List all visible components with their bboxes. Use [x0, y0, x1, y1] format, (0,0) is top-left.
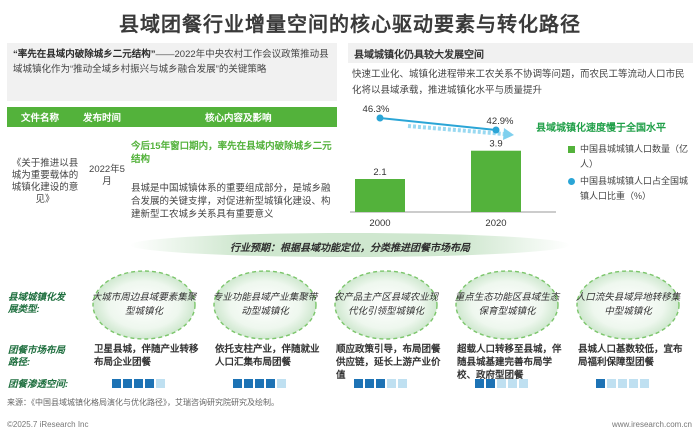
bar-population — [355, 179, 405, 212]
row-label-type: 县域城镇化发展类型: — [8, 292, 66, 315]
rating-square-filled — [244, 379, 253, 388]
trend-arrow-icon — [407, 124, 505, 136]
bar-value-label: 2.1 — [373, 167, 386, 178]
rating-square-filled — [365, 379, 374, 388]
route-text: 县城人口基数较低，宜布局福利保障型团餐 — [578, 344, 683, 368]
penetration-rating — [233, 379, 288, 389]
share-value-label: 42.9% — [487, 116, 514, 127]
rating-square-filled — [134, 379, 143, 388]
x-tick-label: 2020 — [485, 218, 506, 229]
policy-intro: “率先在县域内破除城乡二元结构”——2022年中央农村工作会议政策推动县域城镇化… — [7, 43, 337, 101]
legend-dot-icon — [568, 178, 575, 185]
type-label: 农产品主产区县域农业现代化引领型城镇化 — [333, 292, 439, 317]
rating-square-empty — [387, 379, 396, 388]
rating-square-filled — [354, 379, 363, 388]
rating-square-empty — [629, 379, 638, 388]
right-description: 快速工业化、城镇化进程带来工农关系不协调等问题，而农民工等流动人口市民化将以县域… — [352, 69, 685, 96]
policy-intro-text: ——2022年中央农村工作会议政策推动县域城镇化作为“推动全域乡村振兴与城乡融合… — [13, 49, 329, 75]
doc-year: 2022年5月 — [89, 164, 125, 187]
row-label-route: 团餐市场布局路径: — [8, 345, 66, 368]
doc-name: 《关于推进以县城为重要载体的城镇化建设的意见》 — [11, 158, 79, 205]
rating-square-filled — [112, 379, 121, 388]
rating-square-empty — [618, 379, 627, 388]
type-label: 专业功能县域产业集聚带动型城镇化 — [212, 292, 318, 317]
legend-square-icon — [568, 146, 575, 153]
page-title: 县域团餐行业增量空间的核心驱动要素与转化路径 — [119, 14, 581, 36]
rating-square-empty — [398, 379, 407, 388]
policy-quote: “率先在县域内破除城乡二元结构” — [13, 49, 156, 60]
chart-legend: 中国县城城镇人口数量（亿人） 中国县城城镇人口占全国城镇人口比重（%） — [568, 142, 696, 206]
penetration-rating — [354, 379, 409, 389]
footer-copyright: ©2025.7 iResearch Inc — [7, 420, 89, 429]
doc-body: 县城是中国城镇体系的重要组成部分，是城乡融合发展的关键支撑，对促进新型城镇化建设… — [131, 183, 331, 220]
share-point — [492, 126, 500, 134]
rating-square-empty — [277, 379, 286, 388]
share-line — [379, 117, 497, 131]
rating-square-empty — [519, 379, 528, 388]
rating-square-empty — [156, 379, 165, 388]
policy-table-row: 《关于推进以县城为重要载体的城镇化建设的意见》 2022年5月 今后15年窗口期… — [7, 132, 337, 224]
policy-table-header: 文件名称 发布时间 核心内容及影响 — [7, 107, 337, 127]
legend-label-share: 中国县城城镇人口占全国城镇人口比重（%） — [580, 176, 689, 201]
rating-square-empty — [497, 379, 506, 388]
header-core: 核心内容及影响 — [205, 113, 272, 124]
type-label: 人口流失县域异地转移集中型城镇化 — [575, 292, 681, 317]
rating-square-filled — [486, 379, 495, 388]
header-date: 发布时间 — [83, 113, 122, 124]
type-label: 重点生态功能区县域生态保育型城镇化 — [454, 292, 560, 317]
route-text: 卫星县城，伴随产业转移布局企业团餐 — [94, 344, 199, 368]
source-note: 来源：《中国县域城镇化格局演化与优化路径》，艾瑞咨询研究院研究及绘制。 — [7, 398, 279, 407]
type-label: 大城市周边县域要素集聚型城镇化 — [91, 292, 197, 317]
penetration-rating — [596, 379, 651, 389]
bar-value-label: 3.9 — [489, 139, 502, 150]
share-value-label: 46.3% — [363, 104, 390, 115]
bar-population — [471, 150, 521, 212]
rating-square-filled — [266, 379, 275, 388]
rating-square-empty — [508, 379, 517, 388]
footer-website: www.iresearch.com.cn — [611, 420, 692, 429]
rating-square-filled — [255, 379, 264, 388]
rating-square-filled — [233, 379, 242, 388]
x-tick-label: 2000 — [369, 218, 390, 229]
rating-square-filled — [123, 379, 132, 388]
doc-highlight: 今后15年窗口期内，率先在县域内破除城乡二元结构 — [131, 141, 332, 165]
chart-callout: 县域城镇化速度慢于全国水平 — [536, 123, 666, 134]
share-point — [376, 114, 384, 122]
legend-label-population: 中国县城城镇人口数量（亿人） — [580, 144, 689, 169]
route-text: 顺应政策引导，布局团餐供应链，延长上游产业价值 — [336, 344, 441, 381]
type-ellipse — [92, 270, 196, 340]
right-heading: 县域城镇化仍具较大发展空间 — [348, 43, 693, 63]
rating-square-empty — [607, 379, 616, 388]
rating-square-filled — [145, 379, 154, 388]
trend-arrowhead-icon — [503, 128, 514, 140]
type-ellipse — [576, 270, 680, 340]
banner-text: 行业预期：根据县域功能定位，分类推进团餐市场布局 — [230, 243, 470, 254]
header-doc-name: 文件名称 — [21, 113, 60, 124]
type-ellipse — [213, 270, 317, 340]
rating-square-filled — [475, 379, 484, 388]
rating-square-filled — [376, 379, 385, 388]
route-text: 超载人口转移至县城，伴随县城基建完善布局学校、政府型团餐 — [457, 344, 562, 381]
legend-item-share: 中国县城城镇人口占全国城镇人口比重（%） — [568, 174, 696, 204]
rating-square-filled — [596, 379, 605, 388]
type-ellipse — [455, 270, 559, 340]
rating-square-empty — [640, 379, 649, 388]
route-text: 依托支柱产业，伴随就业人口汇集布局团餐 — [215, 344, 320, 368]
row-label-space: 团餐渗透空间: — [8, 379, 69, 390]
type-ellipse — [334, 270, 438, 340]
banner-background — [130, 233, 570, 257]
legend-item-population: 中国县城城镇人口数量（亿人） — [568, 142, 696, 172]
penetration-rating — [112, 379, 167, 389]
penetration-rating — [475, 379, 530, 389]
urbanization-chart: 2.1 2000 3.9 2020 46.3% 42.9% — [350, 104, 556, 229]
